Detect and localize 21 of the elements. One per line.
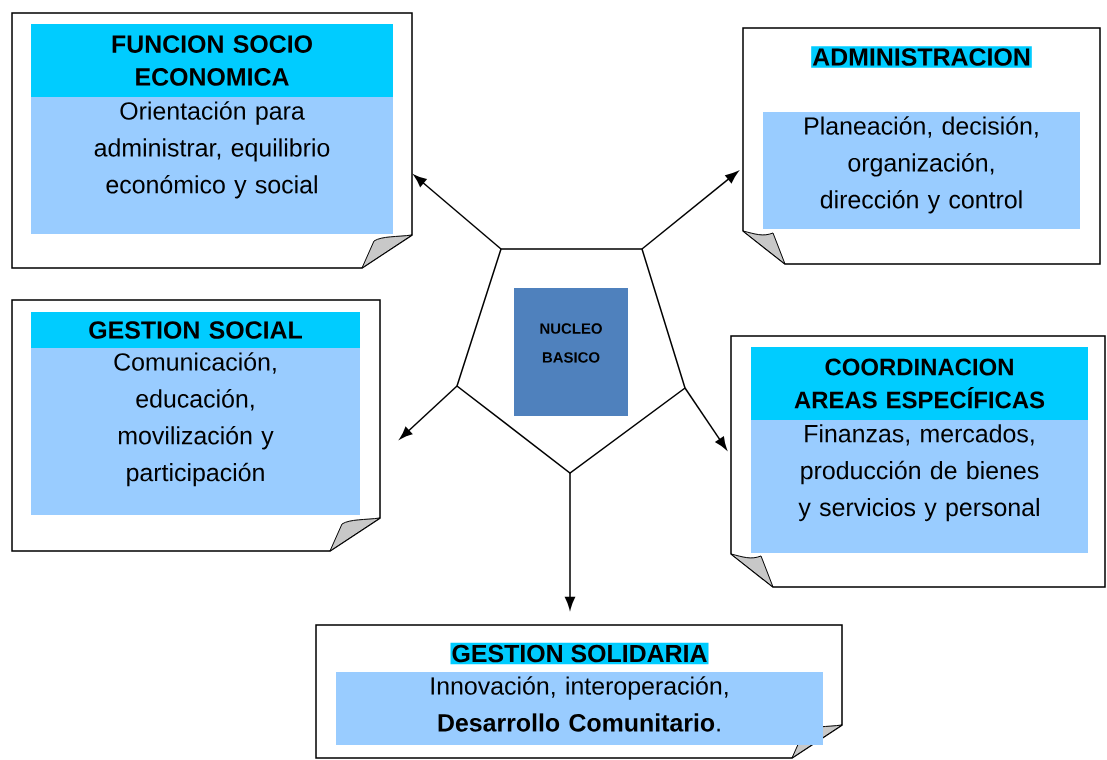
body-band: Planeación, decisión, organización, dirección y control <box>763 112 1080 229</box>
body-band: Comunicación, educación, movilización y participación <box>31 348 360 515</box>
heading-band: COORDINACION AREAS ESPECÍFICAS <box>751 347 1088 420</box>
arrow <box>641 171 739 250</box>
heading-band: ADMINISTRACION <box>811 46 1032 68</box>
heading-band: GESTION SOCIAL <box>31 312 360 348</box>
arrow <box>399 385 458 440</box>
arrow <box>413 174 502 250</box>
heading-band: GESTION SOLIDARIA <box>450 642 709 665</box>
note-card <box>315 624 843 759</box>
body-band: Finanzas, mercados, producción de bienes y servicios y personal <box>751 420 1088 553</box>
note-card <box>11 12 413 269</box>
core-box: NUCLEO BASICO <box>514 288 628 416</box>
note-card <box>742 27 1101 265</box>
arrow <box>684 387 727 450</box>
note-card <box>730 335 1106 588</box>
arrow <box>565 472 575 610</box>
body-band: Innovación, interoperación, Desarrollo Comunitario. <box>336 672 823 745</box>
body-band: Orientación para administrar, equilibrio económico y social <box>31 97 393 234</box>
heading-band: FUNCION SOCIO ECONOMICA <box>31 24 393 97</box>
note-card <box>11 299 381 552</box>
